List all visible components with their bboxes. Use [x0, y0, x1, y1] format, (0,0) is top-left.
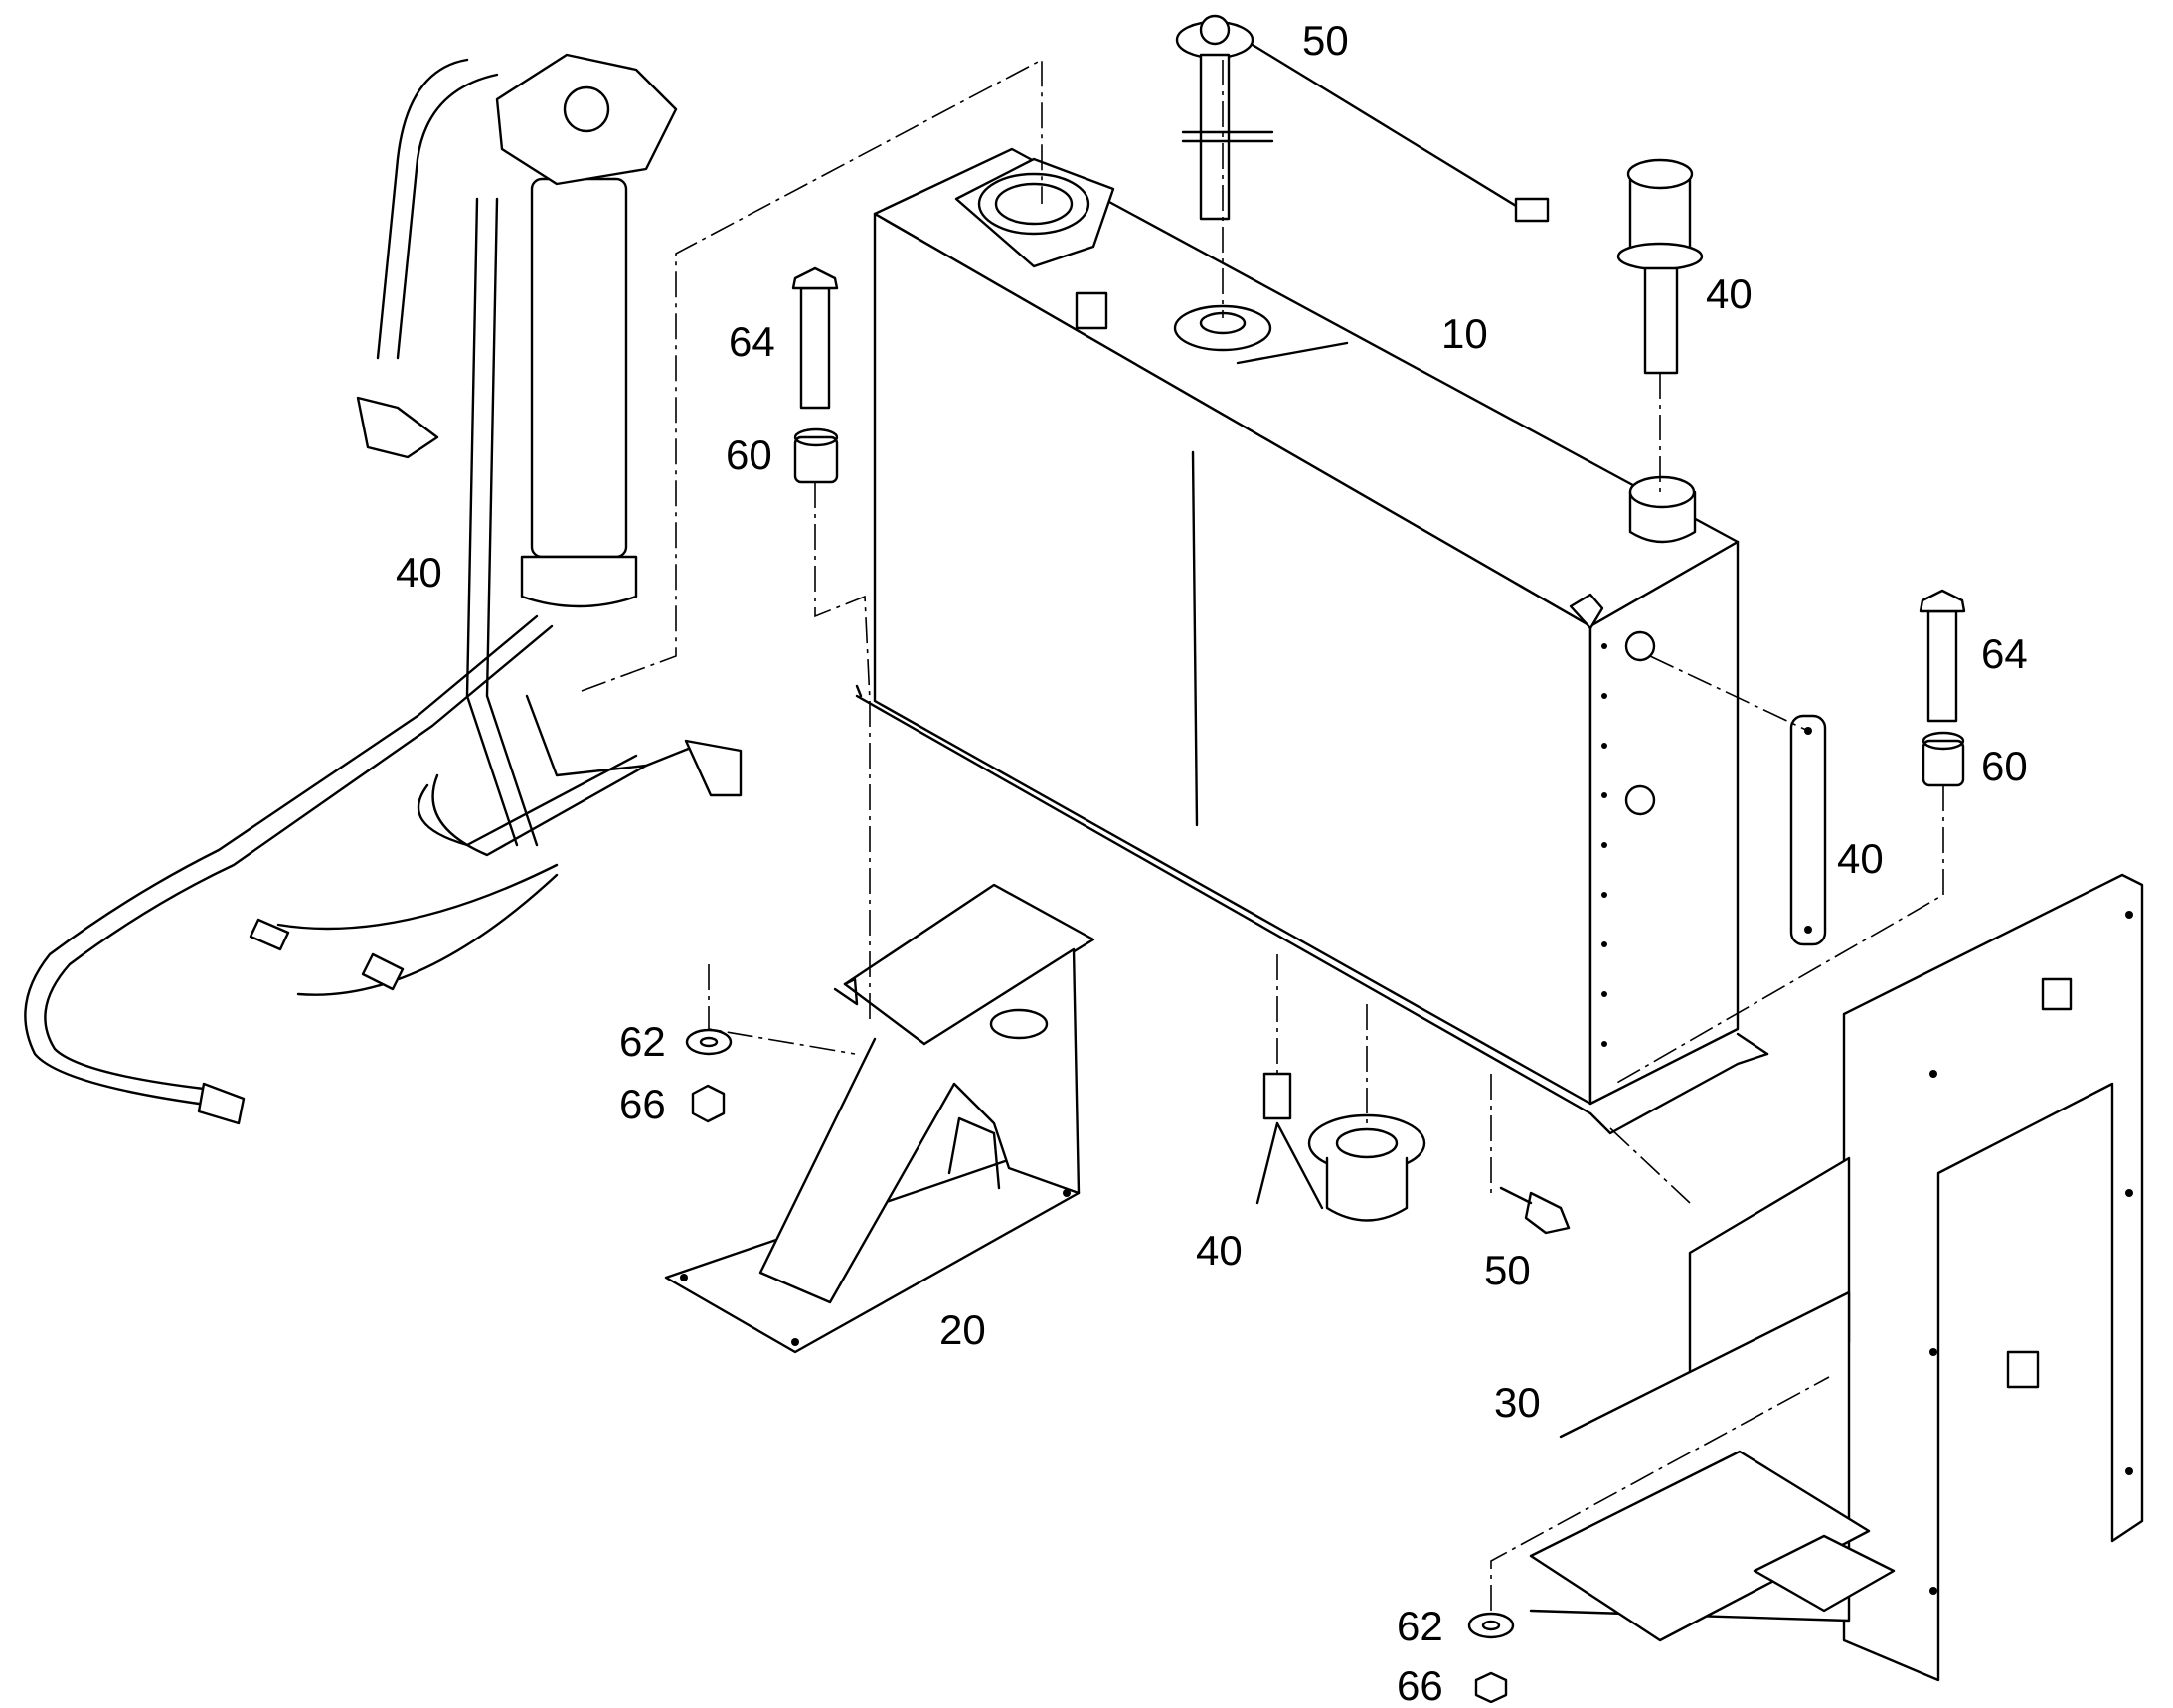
bracket-20 — [664, 883, 1095, 1354]
callout-10-tank: 10 — [1441, 310, 1488, 357]
bracket-30 — [1529, 873, 2144, 1682]
bolt-spacer-right — [1919, 589, 1966, 787]
callout-66-left: 66 — [619, 1081, 666, 1127]
callout-20-bracket: 20 — [939, 1306, 986, 1353]
callout-40-sight-gauge: 40 — [1837, 835, 1884, 882]
callout-40-filter: 40 — [396, 549, 442, 596]
assembly-leaders — [581, 58, 1944, 1611]
return-filter-assembly — [24, 53, 743, 1125]
callout-66-right: 66 — [1397, 1662, 1443, 1703]
washer-nut-left — [685, 1028, 733, 1123]
callout-50-bottom: 50 — [1484, 1247, 1531, 1293]
tank-rivets — [1601, 643, 1607, 1047]
callout-60-right: 60 — [1981, 743, 2028, 789]
callout-62-left: 62 — [619, 1018, 666, 1065]
temp-sender — [1499, 1186, 1571, 1235]
drain-strainer — [1255, 1072, 1426, 1222]
callout-labels: 50 40 10 64 60 40 64 60 40 62 66 40 50 2… — [396, 17, 2028, 1708]
callout-60-left: 60 — [726, 431, 772, 478]
sight-gauge — [1789, 714, 1827, 946]
callout-64-left: 64 — [729, 318, 775, 365]
hydraulic-tank — [855, 147, 1769, 1135]
callout-30-bracket: 30 — [1494, 1379, 1541, 1426]
bolt-spacer-left — [791, 266, 839, 484]
callout-62-right: 62 — [1397, 1603, 1443, 1649]
level-gauge — [1616, 158, 1704, 375]
callout-64-right: 64 — [1981, 630, 2028, 677]
callout-40-level-gauge: 40 — [1706, 270, 1753, 317]
callout-40-drain: 40 — [1196, 1227, 1243, 1274]
callout-50-top: 50 — [1302, 17, 1349, 64]
level-sender-top — [1175, 14, 1550, 223]
washer-nut-right — [1467, 1612, 1515, 1704]
